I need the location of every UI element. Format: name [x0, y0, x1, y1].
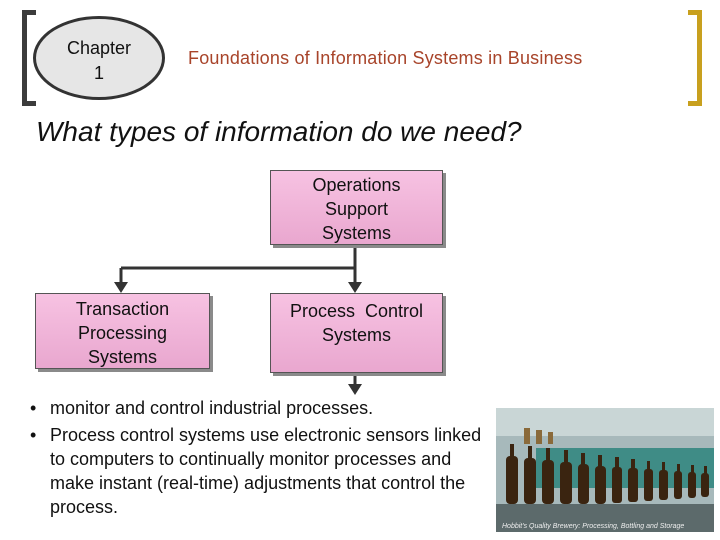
box-label-line: Systems — [36, 345, 209, 369]
box-label-line: Transaction — [36, 297, 209, 321]
photo-caption: Hobbit's Quality Brewery: Processing, Bo… — [496, 523, 714, 530]
box-label-line: Processing — [36, 321, 209, 345]
arrow-to-transaction-icon — [114, 282, 128, 293]
bullet-list: monitor and control industrial processes… — [28, 396, 498, 522]
transaction-processing-systems-box: Transaction Processing Systems — [35, 293, 210, 369]
operations-support-systems-box: Operations Support Systems — [270, 170, 443, 245]
bullet-item: monitor and control industrial processes… — [28, 396, 498, 420]
box-label-line: Process Control — [271, 299, 442, 323]
box-label-line: Support — [271, 197, 442, 221]
box-label-line: Systems — [271, 323, 442, 347]
bottling-line-photo: Hobbit's Quality Brewery: Processing, Bo… — [496, 408, 714, 532]
arrow-to-process-control-icon — [348, 282, 362, 293]
bullet-item: Process control systems use electronic s… — [28, 423, 490, 519]
arrow-down-icon — [348, 384, 362, 395]
process-control-systems-box: Process Control Systems — [270, 293, 443, 373]
bottling-line-image — [496, 408, 714, 532]
box-label-line: Operations — [271, 173, 442, 197]
box-label-line: Systems — [271, 221, 442, 245]
